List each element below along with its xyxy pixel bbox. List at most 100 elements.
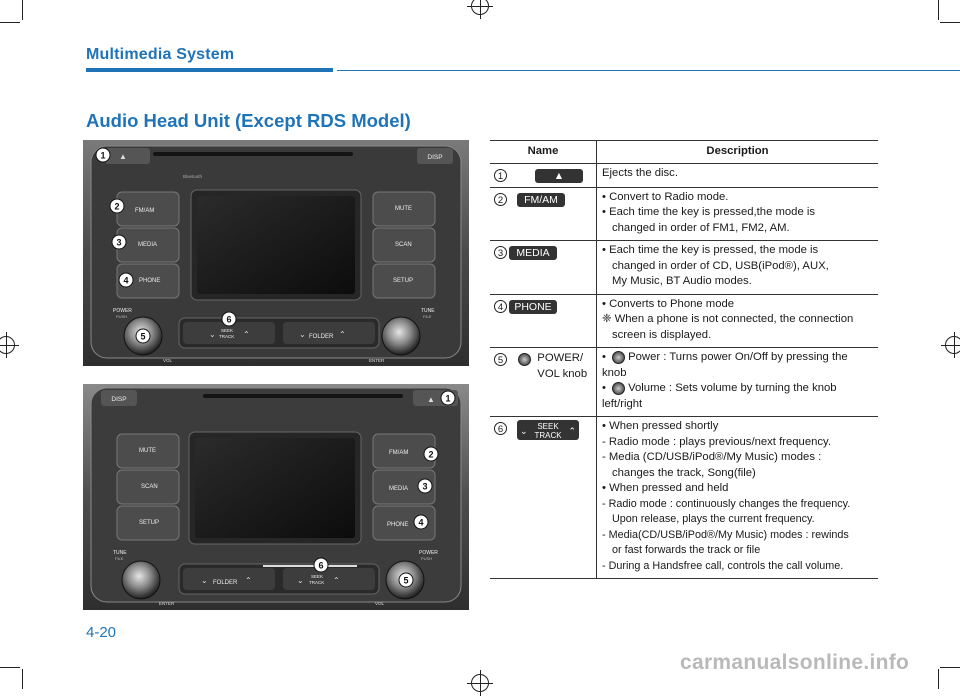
description-line: left/right xyxy=(602,397,643,410)
page-heading: Audio Head Unit (Except RDS Model) xyxy=(86,110,411,131)
badge-6: 6 xyxy=(318,561,323,571)
tune-label: TUNE xyxy=(113,550,127,556)
description-line: changed in order of CD, USB(iPod®), AUX, xyxy=(612,259,829,272)
description-line: knob xyxy=(602,366,627,379)
tune-label: TUNE xyxy=(421,308,435,314)
svg-text:⌃: ⌃ xyxy=(333,576,340,585)
description-line: ❈ When a phone is not connected, the con… xyxy=(602,313,854,325)
badge-5: 5 xyxy=(140,332,145,342)
power-label: POWER xyxy=(113,308,132,314)
file-label: FILE xyxy=(115,556,124,561)
registration-mark xyxy=(0,332,19,358)
phone-label: PHONE xyxy=(387,522,408,528)
badge-2: 2 xyxy=(428,450,433,460)
seek-label: SEEK xyxy=(537,422,559,431)
svg-text:▲: ▲ xyxy=(427,395,435,404)
phone-button-image: PHONE xyxy=(509,299,557,314)
registration-mark xyxy=(941,332,960,358)
disp-label: DISP xyxy=(111,396,126,403)
track-label: TRACK xyxy=(534,431,562,440)
media-label: MEDIA xyxy=(138,242,157,248)
media-button-image: MEDIA xyxy=(509,246,557,260)
crop-mark xyxy=(0,667,20,668)
description-line: Upon release, plays the current frequenc… xyxy=(612,513,815,525)
seek-label: SEEK xyxy=(311,574,323,579)
table-row: 1▲ Ejects the disc. xyxy=(490,163,878,188)
description-line: or fast forwards the track or file xyxy=(612,544,761,556)
header-rule xyxy=(86,68,333,72)
section-title: Multimedia System xyxy=(86,46,235,63)
fmam-label: FM/AM xyxy=(135,208,154,214)
crop-mark xyxy=(940,22,960,23)
badge-3: 3 xyxy=(116,238,121,248)
description-line: • When pressed shortly xyxy=(602,420,719,432)
setup-label: SETUP xyxy=(393,278,413,284)
crop-mark xyxy=(0,22,20,23)
name-line: POWER/ xyxy=(537,352,584,364)
description-line: changed in order of FM1, FM2, AM. xyxy=(612,221,790,234)
vol-label: VOL xyxy=(163,358,173,363)
crop-mark xyxy=(938,669,939,689)
description-line: • Each time the key is pressed, the mode… xyxy=(602,244,819,256)
crop-mark xyxy=(940,667,960,668)
enter-label: ENTER xyxy=(159,601,175,606)
push-label: PUSH xyxy=(421,556,432,561)
description-line: - Radio mode : plays previous/next frequ… xyxy=(602,435,831,448)
header-rule-thin xyxy=(337,70,960,71)
knob-icon xyxy=(612,381,626,395)
description-line: changes the track, Song(file) xyxy=(612,466,756,479)
folder-label: FOLDER xyxy=(213,580,238,586)
svg-text:⌃: ⌃ xyxy=(245,576,252,585)
mute-label: MUTE xyxy=(139,448,156,454)
registration-mark xyxy=(467,0,493,19)
row-number: 6 xyxy=(494,422,507,435)
badge-6: 6 xyxy=(226,315,231,325)
description-line: Ejects the disc. xyxy=(602,166,678,179)
mute-label: MUTE xyxy=(395,206,412,212)
eject-icon: ▲ xyxy=(535,168,583,183)
page-number: 4-20 xyxy=(86,624,117,641)
description-line: Power : Turns power On/Off by pressing t… xyxy=(628,351,848,363)
description-line: • Each time the key is pressed,the mode … xyxy=(602,206,816,218)
fmam-label: FM/AM xyxy=(389,450,408,456)
crop-mark xyxy=(938,0,939,20)
row-number: 3 xyxy=(494,246,507,259)
description-line: - Radio mode : continuously changes the … xyxy=(602,497,851,510)
setup-label: SETUP xyxy=(139,520,159,526)
folder-label: FOLDER xyxy=(309,334,334,340)
description-line: - Media(CD/USB/iPod®/My Music) modes : r… xyxy=(602,528,849,541)
row-number: 4 xyxy=(494,299,507,313)
track-label: TRACK xyxy=(219,334,234,339)
head-unit-photo-2: DISP ▲ MUTE SCAN SETUP FM/AM MEDIA PHONE… xyxy=(83,384,469,610)
badge-4: 4 xyxy=(418,518,423,528)
description-line: screen is displayed. xyxy=(612,328,712,341)
badge-3: 3 xyxy=(422,482,427,492)
badge-2: 2 xyxy=(114,202,119,212)
bluetooth-label: Bluetooth xyxy=(183,174,203,179)
row-number: 5 xyxy=(494,353,507,366)
seek-label: SEEK xyxy=(221,328,233,333)
column-header-name: Name xyxy=(490,140,597,164)
file-label: FILE xyxy=(423,314,432,319)
crop-mark xyxy=(22,0,23,20)
svg-text:▲: ▲ xyxy=(119,152,127,161)
column-header-description: Description xyxy=(596,140,878,164)
watermark: carmanualsonline.info xyxy=(680,651,910,674)
knob-icon xyxy=(612,350,626,364)
svg-text:⌃: ⌃ xyxy=(243,330,250,339)
table-row: 5 POWER/ VOL knob • Power : Turns power … xyxy=(490,347,878,417)
crop-mark xyxy=(22,669,23,689)
description-line: • Converts to Phone mode xyxy=(602,297,735,310)
name-line: VOL knob xyxy=(537,367,588,380)
description-line: - During a Handsfree call, controls the … xyxy=(602,559,844,572)
badge-1: 1 xyxy=(100,151,105,161)
disp-label: DISP xyxy=(427,154,442,161)
description-line: - Media (CD/USB/iPod®/My Music) modes : xyxy=(602,451,822,463)
svg-text:⌃: ⌃ xyxy=(339,330,346,339)
svg-text:⌄: ⌄ xyxy=(299,330,306,339)
track-label: TRACK xyxy=(309,580,324,585)
